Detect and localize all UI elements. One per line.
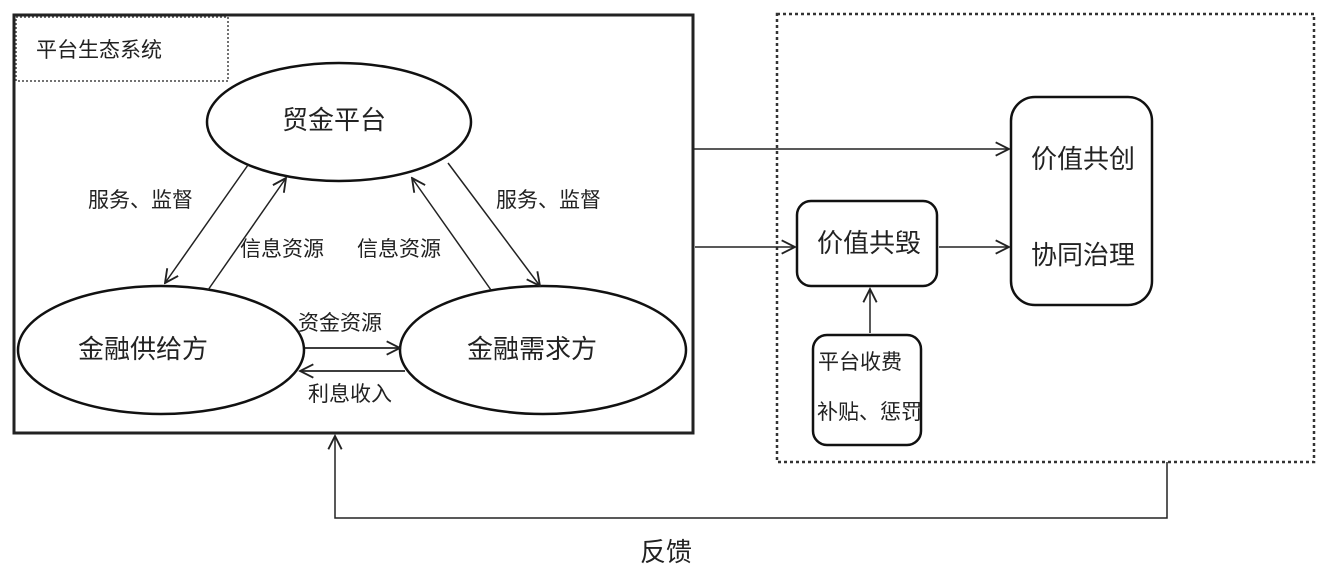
edge-label-demander-platform: 信息资源 <box>357 237 441 261</box>
mechanisms-label-line2: 补贴、惩罚 <box>817 400 922 424</box>
demander-label: 金融需求方 <box>467 335 598 365</box>
mechanisms-node <box>811 333 923 447</box>
platform-label: 贸金平台 <box>282 106 387 136</box>
arrow-platform-to-supplier <box>165 164 249 283</box>
ecosystem-title-box <box>15 16 229 82</box>
ecosystem-title: 平台生态系统 <box>36 38 162 62</box>
feedback-label: 反馈 <box>640 538 693 568</box>
arrow-feedback <box>335 436 1168 519</box>
arrow-supplier-to-platform <box>207 178 286 291</box>
co-creation-label-line1: 价值共创 <box>1031 145 1136 175</box>
co-creation-node <box>1009 95 1154 307</box>
supplier-node <box>16 284 306 416</box>
mechanisms-label-line1: 平台收费 <box>818 350 902 374</box>
co-creation-label-line2: 协同治理 <box>1031 241 1136 271</box>
edge-label-interest: 利息收入 <box>308 382 392 406</box>
value-outcome-box <box>775 12 1316 464</box>
arrow-demander-to-platform <box>412 178 492 291</box>
edge-label-supplier-platform: 信息资源 <box>240 237 324 261</box>
arrow-platform-to-demander <box>447 162 540 286</box>
edge-label-platform-demander: 服务、监督 <box>496 188 601 212</box>
ecosystem-box <box>12 13 695 435</box>
platform-node <box>205 61 473 183</box>
edge-label-funds: 资金资源 <box>298 311 382 335</box>
edge-label-platform-supplier: 服务、监督 <box>88 188 193 212</box>
co-destruction-label: 价值共毁 <box>817 229 922 259</box>
co-destruction-node <box>795 199 939 288</box>
supplier-label: 金融供给方 <box>78 335 209 365</box>
